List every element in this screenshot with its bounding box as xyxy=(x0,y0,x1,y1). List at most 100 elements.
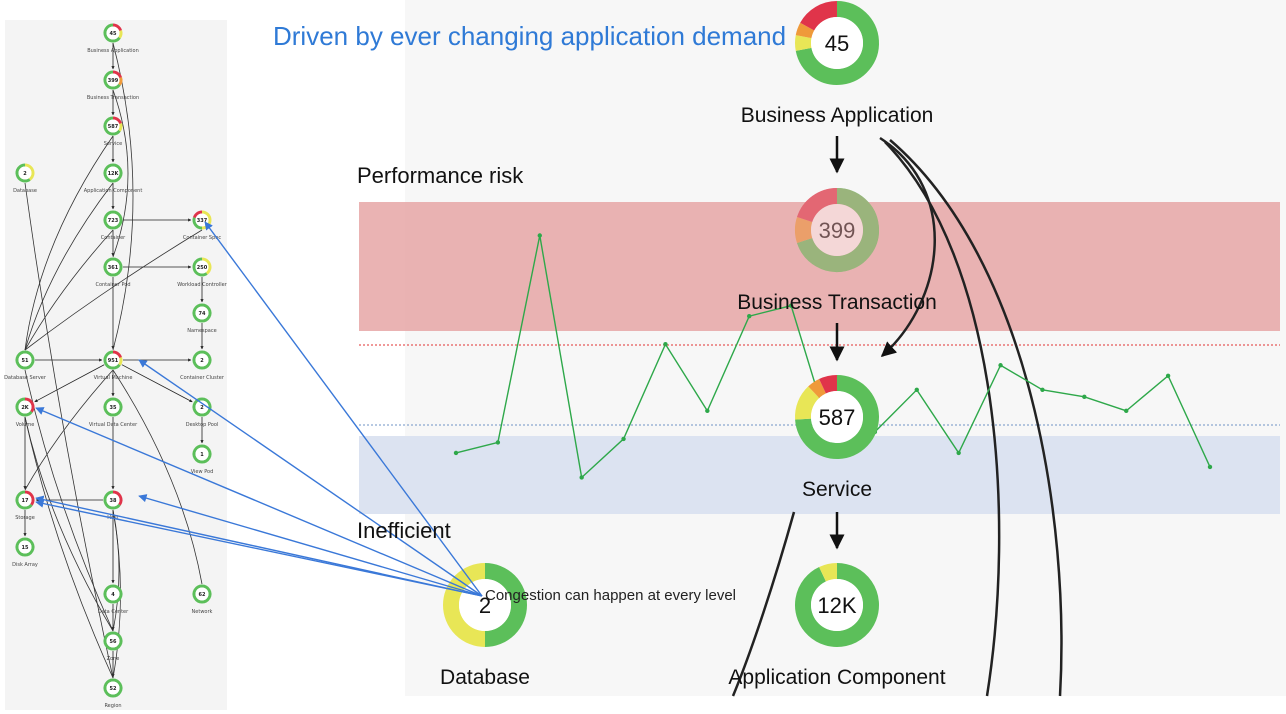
mini-node-value: 56 xyxy=(110,639,117,645)
donut-segment-yellow xyxy=(443,563,486,647)
donut-segment-green xyxy=(484,563,527,647)
congestion-arrow-storage-2 xyxy=(35,499,483,597)
mini-center xyxy=(18,400,32,414)
mini-node-value: 35 xyxy=(110,405,117,411)
node-label: Database xyxy=(440,666,530,689)
mini-node-label: Business Transaction xyxy=(87,95,139,101)
mini-segment-green xyxy=(103,23,121,43)
mini-node-value: 951 xyxy=(108,358,119,364)
donut-segment-red xyxy=(819,375,838,394)
mini-center xyxy=(106,73,120,87)
mini-segment-green xyxy=(103,490,121,510)
curve-line-ba-down-1 xyxy=(884,141,1001,697)
mini-node-label: Business Application xyxy=(87,48,139,54)
donut-value: 12K xyxy=(817,593,856,618)
trend-point-4 xyxy=(621,436,626,442)
mini-node-value: 337 xyxy=(197,218,208,224)
congestion-arrow-container-spec xyxy=(204,221,483,597)
mini-curve xyxy=(24,135,114,351)
mini-node-value: 2K xyxy=(21,405,29,411)
mini-node-value: 51 xyxy=(22,358,29,364)
mini-segment-red xyxy=(192,210,203,219)
mini-node-value: 45 xyxy=(110,31,117,37)
mini-center xyxy=(106,634,120,648)
mini-node-value: 62 xyxy=(199,592,206,598)
mini-node-label: Virtual Machine xyxy=(94,375,133,381)
mini-center xyxy=(106,493,120,507)
mini-curve xyxy=(112,369,203,585)
trend-point-6 xyxy=(705,408,710,414)
mini-segment-green xyxy=(192,350,212,370)
mini-segment-red xyxy=(24,397,35,413)
mini-node-label: Namespace xyxy=(187,328,216,334)
curve-arrow-ba-to-service xyxy=(879,136,936,357)
donut-segment-red xyxy=(797,188,838,223)
mini-node-volume[interactable]: 2K Volume xyxy=(15,397,35,428)
mini-curve xyxy=(24,182,114,351)
mini-segment-green xyxy=(15,163,31,183)
mini-segment-yellow xyxy=(118,123,123,132)
donut-segment-green xyxy=(795,1,879,85)
trend-point-2 xyxy=(537,233,542,238)
trend-point-16 xyxy=(1124,408,1129,414)
mini-node-value: 17 xyxy=(22,498,29,504)
donut-application-component[interactable]: 12K Application Component xyxy=(728,563,946,689)
mini-segment-red xyxy=(112,350,123,359)
risk-tint xyxy=(795,188,879,272)
node-label: Application Component xyxy=(728,666,945,689)
mini-center xyxy=(195,587,209,601)
mini-segment-red xyxy=(112,70,123,79)
congestion-label: Congestion can happen at every level xyxy=(485,587,736,604)
mini-segment-yellow xyxy=(118,357,123,366)
mini-node-label: Database Server xyxy=(4,375,47,381)
trend-point-12 xyxy=(956,450,961,456)
mini-node-label: Zone xyxy=(107,656,120,662)
donut-value: 399 xyxy=(819,218,856,243)
mini-center xyxy=(18,353,32,367)
mini-segment-green xyxy=(103,257,123,277)
curve-line-service-left xyxy=(731,511,796,697)
mini-node-label: Volume xyxy=(16,422,35,428)
donut-center xyxy=(811,204,863,256)
trend-point-0 xyxy=(453,450,459,456)
mini-node-label: Application Component xyxy=(84,188,143,194)
mini-node-value: 38 xyxy=(110,498,117,504)
mini-edge xyxy=(121,364,193,403)
mini-segment-green xyxy=(15,537,35,557)
mini-segment-yellow xyxy=(118,30,123,39)
mini-node-value: 74 xyxy=(199,311,206,317)
mini-node-label: Region xyxy=(104,703,121,709)
mini-segment-green xyxy=(192,584,212,604)
trend-point-7 xyxy=(747,313,752,319)
mini-segment-green xyxy=(103,70,121,90)
mini-curve xyxy=(24,229,114,351)
donut-segment-yellow xyxy=(819,563,838,582)
mini-node-label: View Pod xyxy=(191,469,214,475)
donut-center xyxy=(811,17,863,69)
